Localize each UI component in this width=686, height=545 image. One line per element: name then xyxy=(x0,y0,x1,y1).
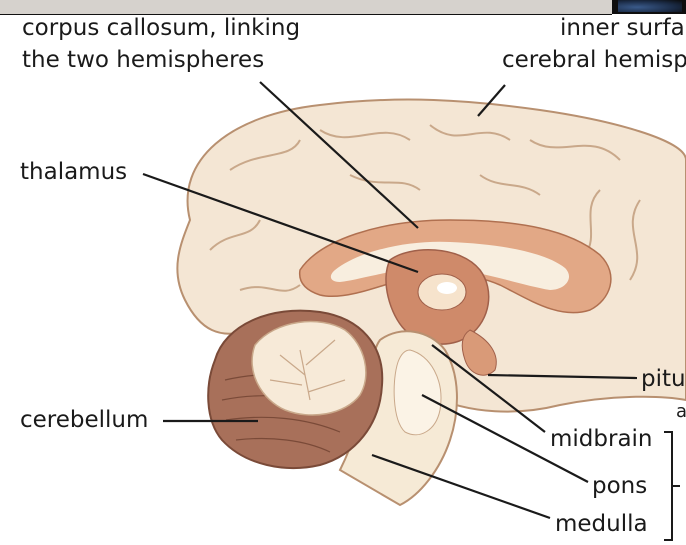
label-thalamus: thalamus xyxy=(20,158,127,186)
label-midbrain: midbrain xyxy=(550,425,653,453)
label-corpus-callosum-line2: the two hemispheres xyxy=(22,46,264,74)
label-medulla: medulla xyxy=(555,510,648,538)
label-stray-char: a xyxy=(676,398,686,426)
brainstem-bracket xyxy=(664,432,680,540)
label-pituitary: pitu xyxy=(641,365,686,393)
label-corpus-callosum-line1: corpus callosum, linking xyxy=(22,14,300,42)
label-cerebellum: cerebellum xyxy=(20,406,148,434)
label-inner-surface-line1: inner surfa xyxy=(560,14,685,42)
label-pons: pons xyxy=(592,472,647,500)
label-inner-surface-line2: cerebral hemisp xyxy=(502,46,686,74)
